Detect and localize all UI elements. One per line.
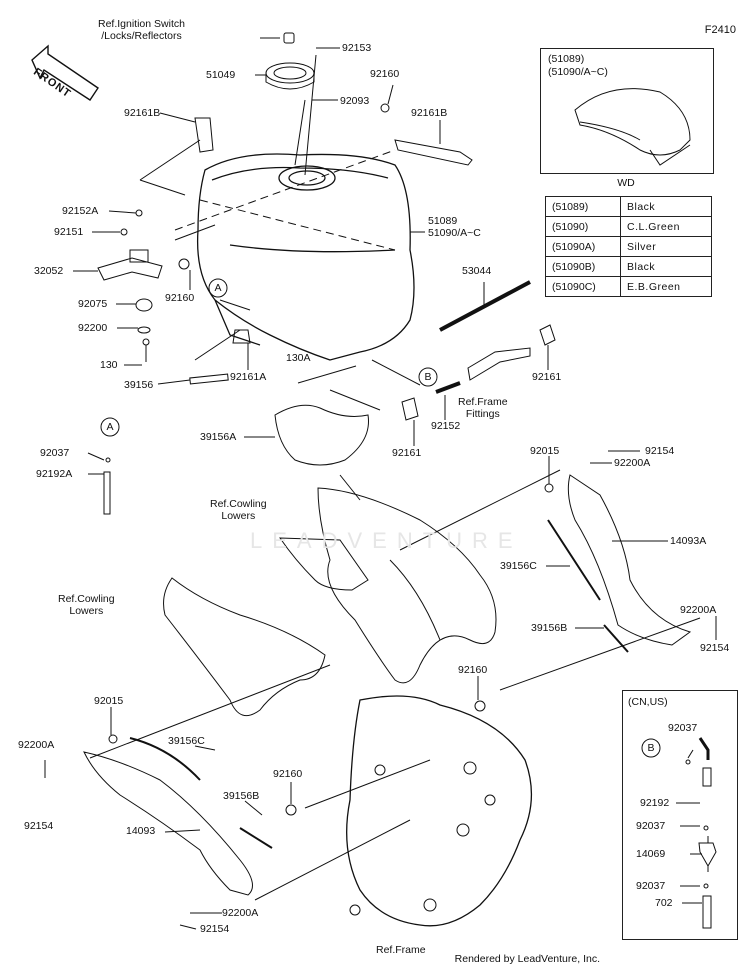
table-row: (51090)C.L.Green <box>545 216 712 237</box>
part-label: 92075 <box>78 298 108 310</box>
ref-ignition-label: Ref.Ignition Switch /Locks/Reflectors <box>98 18 185 42</box>
callout-a-1: A <box>214 282 222 294</box>
watermark: LEADVENTURE <box>250 528 523 553</box>
part-label: 51049 <box>206 69 236 81</box>
table-cell: (51089) <box>545 196 621 217</box>
part-label: 92037 <box>668 722 698 734</box>
part-label: 92154 <box>700 642 730 654</box>
callout-a-2: A <box>106 421 114 433</box>
wd-caption: WD <box>617 177 635 189</box>
part-label: 39156B <box>223 790 260 802</box>
part-label: 92200A <box>222 907 259 919</box>
part-label: 130A <box>286 352 311 364</box>
part-label: 92154 <box>200 923 230 935</box>
part-label: 92152 <box>431 420 461 432</box>
part-label: 92160 <box>273 768 303 780</box>
wd-inset-box <box>540 48 714 174</box>
part-label: 53044 <box>462 265 492 277</box>
part-label: 32052 <box>34 265 64 277</box>
part-label: 702 <box>655 897 673 909</box>
table-cell: C.L.Green <box>620 216 712 237</box>
part-label: 92161A <box>230 371 267 383</box>
part-label: 51089 <box>428 215 458 227</box>
part-label: 92093 <box>340 95 370 107</box>
table-cell: E.B.Green <box>620 276 712 297</box>
ref-frame-label: Ref.Frame <box>376 944 426 956</box>
part-label: 92151 <box>54 226 84 238</box>
part-label: 92200 <box>78 322 108 334</box>
part-label: 14093A <box>670 535 707 547</box>
table-cell: (51090A) <box>545 236 621 257</box>
part-label: 92161B <box>124 107 161 119</box>
part-label: 39156C <box>168 735 205 747</box>
part-label: 92015 <box>530 445 560 457</box>
part-label: 92160 <box>370 68 400 80</box>
part-label: 92154 <box>645 445 675 457</box>
part-label: 14093 <box>126 825 156 837</box>
part-label: 92154 <box>24 820 54 832</box>
part-label: 39156 <box>124 379 154 391</box>
table-row: (51090A)Silver <box>545 236 712 257</box>
fuel-tank-icon <box>196 153 415 361</box>
part-label: 92015 <box>94 695 124 707</box>
part-label: 92037 <box>40 447 70 459</box>
part-label: 92160 <box>165 292 195 304</box>
ref-frame-fittings-label: Ref.Frame Fittings <box>458 396 508 420</box>
part-label: 92153 <box>342 42 372 54</box>
part-label: 92037 <box>636 880 666 892</box>
cn-us-inset-box <box>622 690 738 940</box>
fuel-cap-icon <box>265 32 315 90</box>
cn-us-title: (CN,US) <box>628 696 668 708</box>
table-cell: Black <box>620 256 712 277</box>
credit-text: Rendered by LeadVenture, Inc. <box>454 953 600 965</box>
table-cell: (51090C) <box>545 276 621 297</box>
wd-title-line-2: (51090/A~C) <box>548 66 608 78</box>
table-cell: Silver <box>620 236 712 257</box>
table-row: (51090B)Black <box>545 256 712 277</box>
part-label: 92200A <box>614 457 651 469</box>
part-label: 92192A <box>36 468 73 480</box>
wd-title-line-1: (51089) <box>548 53 585 65</box>
diagram-code: F2410 <box>704 24 736 36</box>
part-label: 130 <box>100 359 118 371</box>
callout-b-2: B <box>647 742 655 754</box>
table-row: (51090C)E.B.Green <box>545 276 712 297</box>
part-label: 92192 <box>640 797 670 809</box>
part-label: 51090/A~C <box>428 227 481 239</box>
part-label: 39156A <box>200 431 237 443</box>
part-label: 92037 <box>636 820 666 832</box>
strip-left-icon <box>194 117 214 153</box>
table-cell: Black <box>620 196 712 217</box>
part-label: 39156C <box>500 560 537 572</box>
part-label: 92200A <box>18 739 55 751</box>
part-label: 14069 <box>636 848 666 860</box>
part-label: 92200A <box>680 604 717 616</box>
part-label: 92161 <box>532 371 562 383</box>
part-label: 92161B <box>411 107 448 119</box>
part-label: 92161 <box>392 447 422 459</box>
ref-cowling-label-2: Ref.Cowling Lowers <box>58 593 115 617</box>
strip-right-icon <box>394 139 473 166</box>
color-table: (51089)Black (51090)C.L.Green (51090A)Si… <box>545 196 712 297</box>
ref-cowling-label-1: Ref.Cowling Lowers <box>210 498 267 522</box>
callout-b-1: B <box>424 371 432 383</box>
table-cell: (51090) <box>545 216 621 237</box>
part-label: 92152A <box>62 205 99 217</box>
front-arrow-icon <box>31 44 99 101</box>
part-label: 39156B <box>531 622 568 634</box>
table-cell: (51090B) <box>545 256 621 277</box>
table-row: (51089)Black <box>545 196 712 217</box>
part-label: 92160 <box>458 664 488 676</box>
